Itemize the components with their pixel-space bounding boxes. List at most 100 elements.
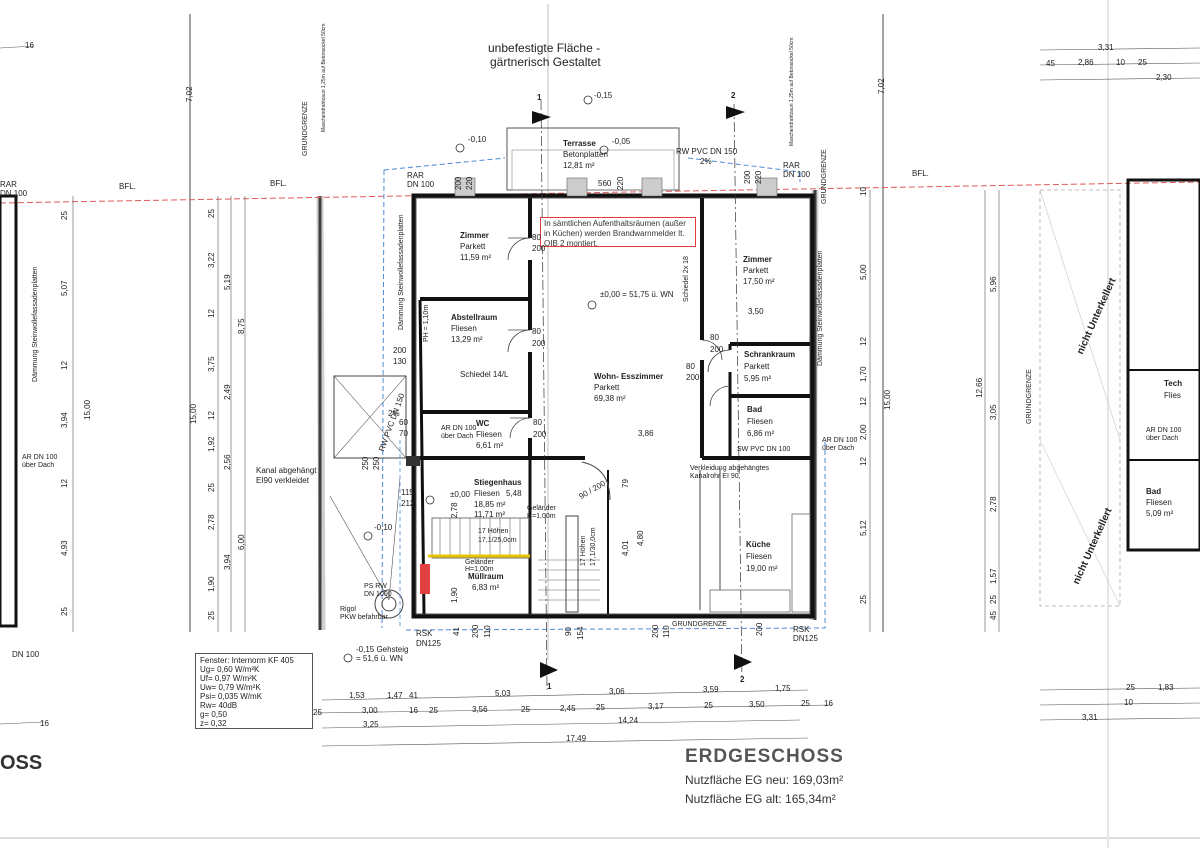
dim-right-a-7: 5,12 — [859, 520, 868, 536]
kanal-label-1: Kanal abgehängt — [256, 466, 317, 475]
ar-ueber-dach-right: über Dach — [822, 445, 855, 452]
room-stiegenhaus-area: 18,85 m² — [474, 500, 506, 509]
dim-70: 70 — [399, 429, 408, 438]
dim-200k: 200 — [755, 622, 764, 636]
dim-5-48: 5,48 — [506, 489, 522, 498]
window-spec-line: Rw= 40dB — [200, 701, 238, 710]
room-terrasse-name: Terrasse — [563, 139, 596, 148]
dim-bottom-r1-2: 41 — [409, 691, 418, 700]
dim-left-total: 15,00 — [189, 403, 198, 424]
dim-200e: 200 — [533, 430, 547, 439]
gelaender-label-1: Geländer — [527, 505, 556, 512]
rar-dn-right: DN 100 — [783, 170, 811, 179]
dim-far-left-6: 25 — [60, 607, 69, 616]
dim-bottom-r2-12: 16 — [824, 699, 833, 708]
dim-bottom-r2-10: 3,50 — [749, 700, 765, 709]
dim-left-a-8: 1,90 — [207, 576, 216, 592]
dim-bottom-r4-0: 17,49 — [566, 734, 587, 743]
dim-left-b-3: 3,94 — [223, 554, 232, 570]
dim-far-left-1: 5,07 — [60, 280, 69, 296]
bfl-label-3: BFL. — [912, 169, 929, 178]
neighbor-bad-floor: Fliesen — [1146, 498, 1172, 507]
dim-left-a-1: 3,22 — [207, 252, 216, 268]
room-wohn-esszimmer-area: 69,38 m² — [594, 394, 626, 403]
dim-154: 154 — [576, 626, 585, 640]
room-abstellraum-floor: Fliesen — [451, 324, 477, 333]
dim-200d: 200 — [532, 339, 546, 348]
dim-bottom-r3-0: 3,25 — [363, 720, 379, 729]
room-zimmer-1-area: 11,59 m² — [460, 253, 491, 262]
ar-dn100-far-right: AR DN 100 — [1146, 427, 1182, 434]
dim-110: 110 — [483, 625, 492, 638]
dim-79: 79 — [621, 479, 630, 488]
dim-right-a-0: 10 — [859, 187, 868, 196]
grundgrenze-label-right: GRUNDGRENZE — [821, 149, 828, 204]
dim-right-a-4: 12 — [859, 397, 868, 406]
pct-label-left: 2% — [388, 409, 400, 418]
dim-right-b-6: 45 — [989, 611, 998, 620]
gehsteig-label-2: = 51,6 ü. WN — [356, 654, 403, 663]
mauer-note-left: Maschendrahtzaun 1,25m auf Betonsockel 5… — [321, 23, 327, 132]
room-abstellraum-area: 13,29 m² — [451, 335, 483, 344]
rar-dn-far-left: DN 100 — [0, 189, 28, 198]
dim-left-c-1: 6,00 — [237, 534, 246, 550]
dim-bottom-r1-0: 1,53 — [349, 691, 365, 700]
rar-dn-left: DN 100 — [407, 180, 435, 189]
dim-right-b-4: 1,57 — [989, 568, 998, 584]
room-abstellraum-name: Abstellraum — [451, 313, 498, 322]
section-1-top: 1 — [537, 93, 542, 102]
dim-far-left-3: 3,94 — [60, 412, 69, 428]
rsk-dn-right: DN125 — [793, 634, 818, 643]
dim-200i: 200 — [471, 624, 480, 638]
room-stiegenhaus-floor: Fliesen — [474, 489, 500, 498]
dim-far-left-2: 12 — [60, 361, 69, 370]
level-000-label: ±0,00 — [450, 490, 470, 499]
dim-right-a-1: 5,00 — [859, 264, 868, 280]
verkleidung-label-1: Verkleidung abgehängtes — [690, 465, 770, 472]
dim-left-a-6: 25 — [207, 483, 216, 492]
dim-far-left-0: 25 — [60, 211, 69, 220]
ar-dn100-left: AR DN 100 — [441, 425, 477, 432]
dim-right-b-0: 5,96 — [989, 276, 998, 292]
kanal-label-2: EI90 verkleidet — [256, 476, 309, 485]
dim-left-a-9: 25 — [207, 611, 216, 620]
rw-pvc-label-top: RW PVC DN 150 — [676, 147, 738, 156]
dim-200j: 200 — [651, 624, 660, 638]
daemmung-label-right: Dämmung Steinwollefassadenplatten — [817, 250, 824, 366]
room-schrankraum-floor: Parkett — [744, 362, 770, 371]
room-wc-name: WC — [476, 419, 490, 428]
rsk-dn-left: DN125 — [416, 639, 441, 648]
grundgrenze-label-far-right: GRUNDGRENZE — [1026, 369, 1033, 424]
dim-far-left-4: 12 — [60, 479, 69, 488]
room-muellraum-area: 6,83 m² — [472, 583, 500, 592]
dim-left-b-0: 5,19 — [223, 274, 232, 290]
room-terrasse-floor: Betonplatten — [563, 150, 608, 159]
dim-right-bottom-2: 10 — [1124, 698, 1133, 707]
rigol-label: Rigol — [340, 606, 356, 613]
room-schrankraum-name: Schrankraum — [744, 350, 796, 359]
dim-bottom-r1-3: 5,03 — [495, 689, 511, 698]
dim-right-b-2: 3,05 — [989, 404, 998, 420]
ps-rw-label: PS RW — [364, 583, 387, 590]
dim-3-50: 3,50 — [748, 307, 764, 316]
dim-right-b-5: 25 — [989, 595, 998, 604]
window-spec-line: Psi= 0,035 W/mK — [200, 692, 263, 701]
stairs-c-label: 17 Höhen — [580, 535, 587, 566]
rar-label-right: RAR — [783, 161, 800, 170]
section-2-bottom: 2 — [740, 675, 745, 684]
dim-right-7-02: 7,02 — [877, 78, 886, 94]
dim-16-top: 16 — [25, 41, 34, 50]
window-spec-box: Fenster: Internorm KF 405 Ug= 0,60 W/m²K… — [195, 653, 313, 729]
dim-bottom-r2-1: 3,00 — [362, 706, 378, 715]
dim-right-bottom-1: 1,83 — [1158, 683, 1174, 692]
level-m015-label: -0,15 — [594, 91, 613, 100]
dim-right-top-1: 45 — [1046, 59, 1055, 68]
dim-bottom-r3-1: 14,24 — [618, 716, 639, 725]
level-m010b-label: -0,10 — [374, 523, 393, 532]
dim-bottom-r2-4: 3,56 — [472, 705, 488, 714]
window-spec-line: Ug= 0,60 W/m²K — [200, 665, 260, 674]
room-wohn-esszimmer-name: Wohn- Esszimmer — [594, 372, 664, 381]
dim-left-7-02: 7,02 — [185, 86, 194, 102]
area-old: Nutzfläche EG alt: 165,34m² — [685, 792, 836, 806]
left-sheet-label: OSS — [0, 752, 43, 774]
